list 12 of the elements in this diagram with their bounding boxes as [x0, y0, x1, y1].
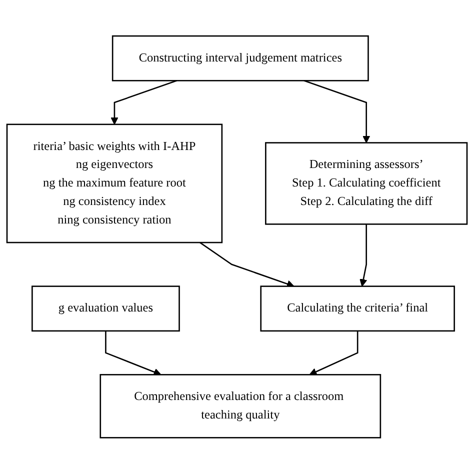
- arrow: [360, 224, 368, 287]
- arrow: [105, 331, 162, 376]
- node-box: g evaluation values: [32, 286, 180, 332]
- node-box: Constructing interval judgement matrices: [112, 36, 369, 82]
- node-box: riteria’ basic weights with I-AHP ng eigenvectors ng the maximum feature root ng consistency index ning consistency ration: [6, 124, 223, 244]
- arrow: [110, 80, 178, 125]
- node-box: Calculating the criteria’ final: [260, 286, 455, 332]
- arrow: [309, 331, 358, 376]
- arrow: [200, 242, 294, 288]
- arrow: [304, 80, 370, 144]
- node-box: Determining assessors’ Step 1. Calculating coefficient Step 2. Calculating the diff: [265, 142, 468, 225]
- node-box: Comprehensive evaluation for a classroom teaching quality: [100, 374, 382, 438]
